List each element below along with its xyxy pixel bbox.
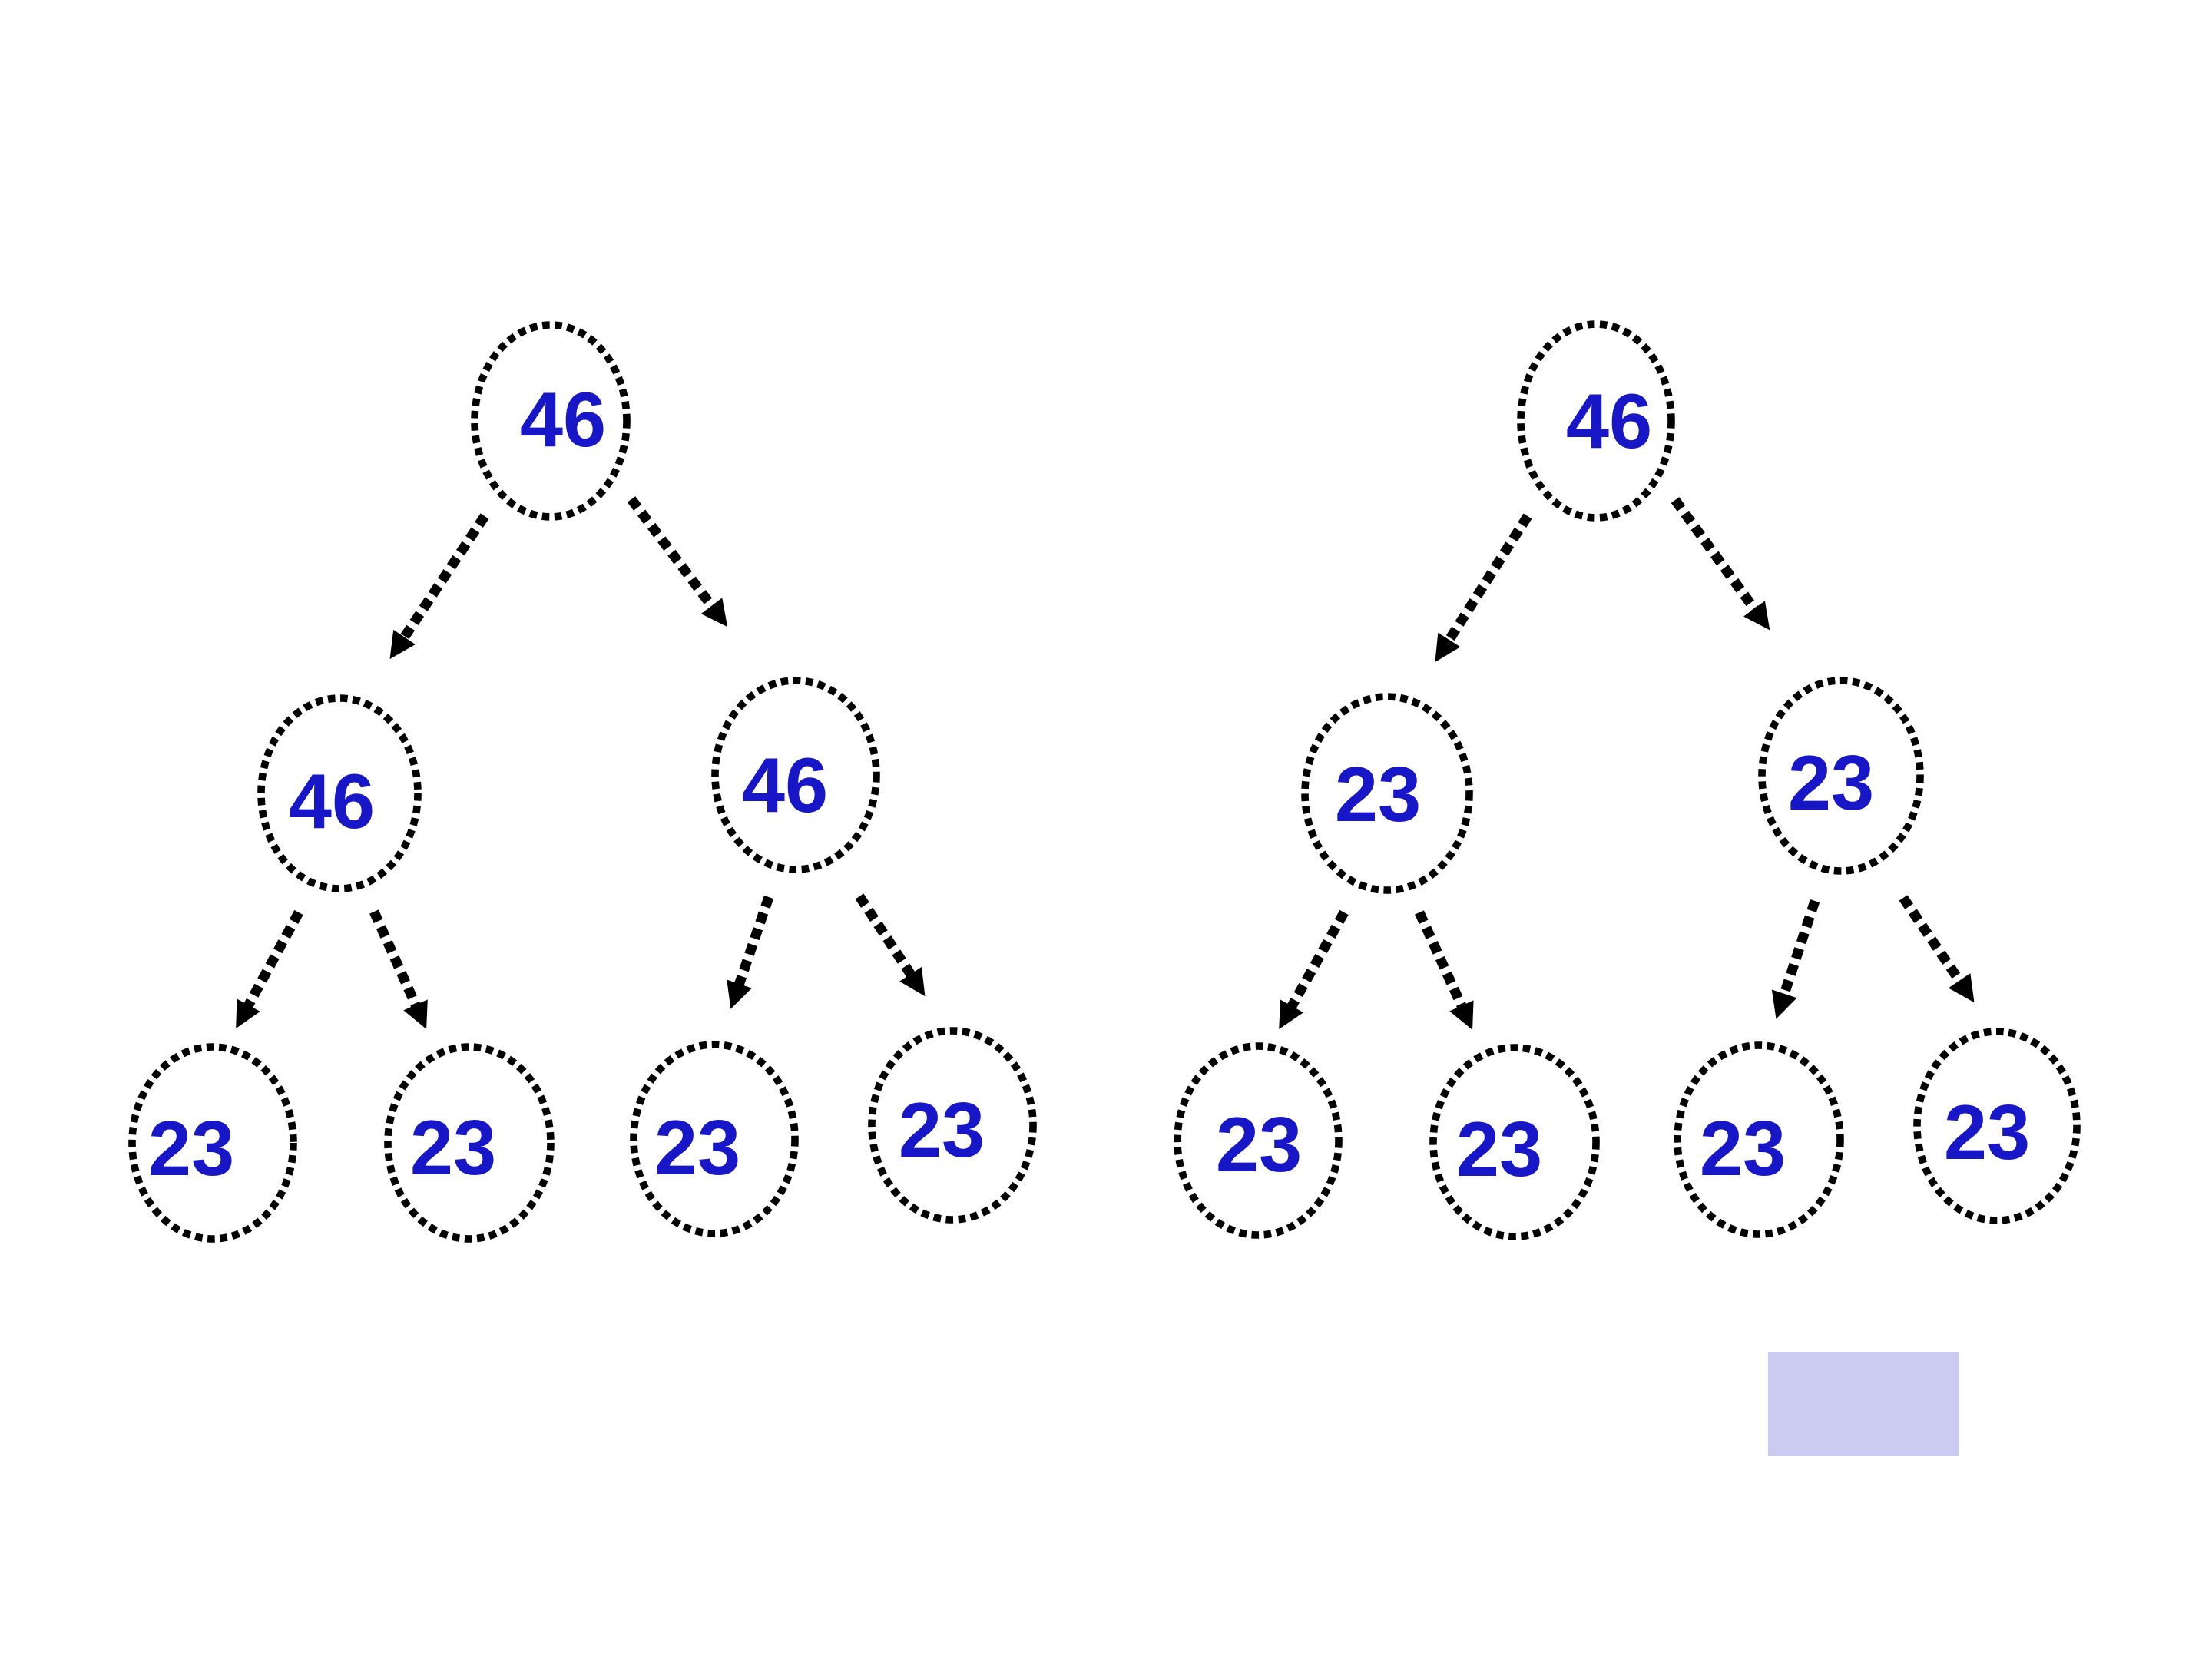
svg-text:46: 46 xyxy=(520,377,606,463)
svg-text:23: 23 xyxy=(410,1105,496,1191)
svg-text:23: 23 xyxy=(1700,1106,1786,1192)
svg-text:23: 23 xyxy=(148,1106,234,1192)
svg-text:23: 23 xyxy=(1335,752,1421,838)
svg-text:46: 46 xyxy=(1566,379,1652,465)
svg-text:23: 23 xyxy=(1456,1107,1542,1193)
svg-text:23: 23 xyxy=(654,1105,740,1191)
svg-text:46: 46 xyxy=(742,743,828,829)
svg-text:23: 23 xyxy=(899,1088,985,1174)
svg-text:23: 23 xyxy=(1944,1090,2030,1176)
svg-text:23: 23 xyxy=(1216,1102,1302,1188)
svg-text:46: 46 xyxy=(289,759,375,845)
svg-text:23: 23 xyxy=(1788,740,1874,826)
